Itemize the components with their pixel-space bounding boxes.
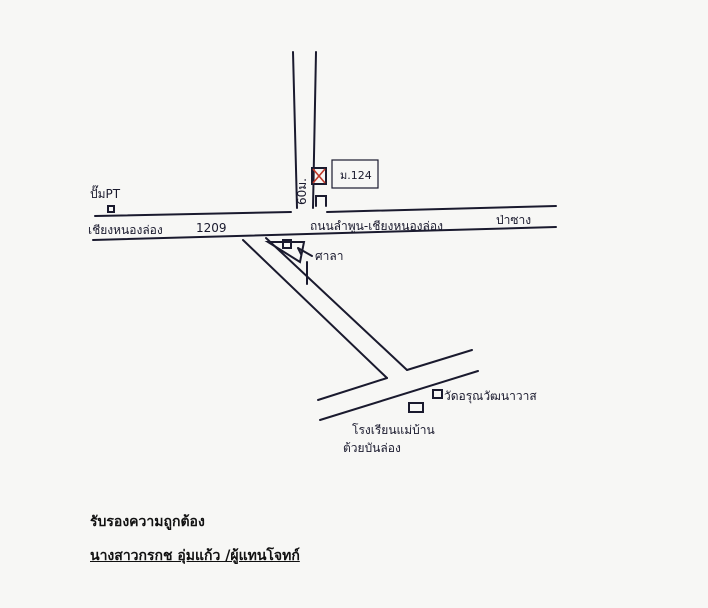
pump-marker bbox=[107, 205, 115, 213]
school-label-line2: ต้วยบันล่อง bbox=[343, 441, 401, 455]
bottom-road-north-edge-east bbox=[406, 349, 473, 371]
main-road-north-edge-west bbox=[94, 211, 292, 217]
school-label-line1: โรงเรียนแม่บ้าน bbox=[352, 423, 435, 437]
diagonal-road-west-edge bbox=[242, 239, 388, 379]
main-road-north-edge-east bbox=[326, 205, 557, 213]
house-box bbox=[311, 167, 327, 185]
temple-building-right bbox=[432, 389, 443, 399]
sala-label: ศาลา bbox=[315, 249, 343, 263]
diagonal-road-east-edge bbox=[265, 237, 408, 371]
north-road-west-edge bbox=[292, 51, 298, 209]
sala-triangle bbox=[264, 241, 306, 264]
pump-label: ปั๊มPT bbox=[90, 185, 121, 201]
signer-name: นางสาวกรกช อุ่มแก้ว /ผู้แทนโจทก์ bbox=[90, 548, 300, 564]
route-1209-label: 1209 bbox=[196, 221, 227, 235]
certification-text: รับรองความถูกต้อง bbox=[90, 514, 205, 530]
west-road-label: เชียงหนองล่อง bbox=[88, 223, 163, 237]
bottom-road-north-edge bbox=[317, 377, 388, 401]
house-door bbox=[315, 195, 327, 207]
bottom-road-south-edge bbox=[319, 370, 479, 421]
house-number-label: ม.124 bbox=[340, 169, 372, 182]
house-label-box bbox=[331, 159, 379, 189]
route-60m-label: 60ม. bbox=[295, 178, 309, 205]
east-road-label: ป่าซาง bbox=[496, 213, 531, 227]
main-road-south-edge bbox=[92, 226, 557, 241]
sala-box bbox=[282, 239, 292, 249]
temple-label: วัดอรุณวัฒนาวาส bbox=[444, 389, 537, 404]
sala-arrow bbox=[297, 247, 313, 257]
temple-building-left bbox=[408, 402, 424, 413]
main-road-label: ถนนลำพูน-เชียงหนองล่อง bbox=[310, 219, 443, 234]
house-x-mark-b bbox=[312, 168, 326, 184]
